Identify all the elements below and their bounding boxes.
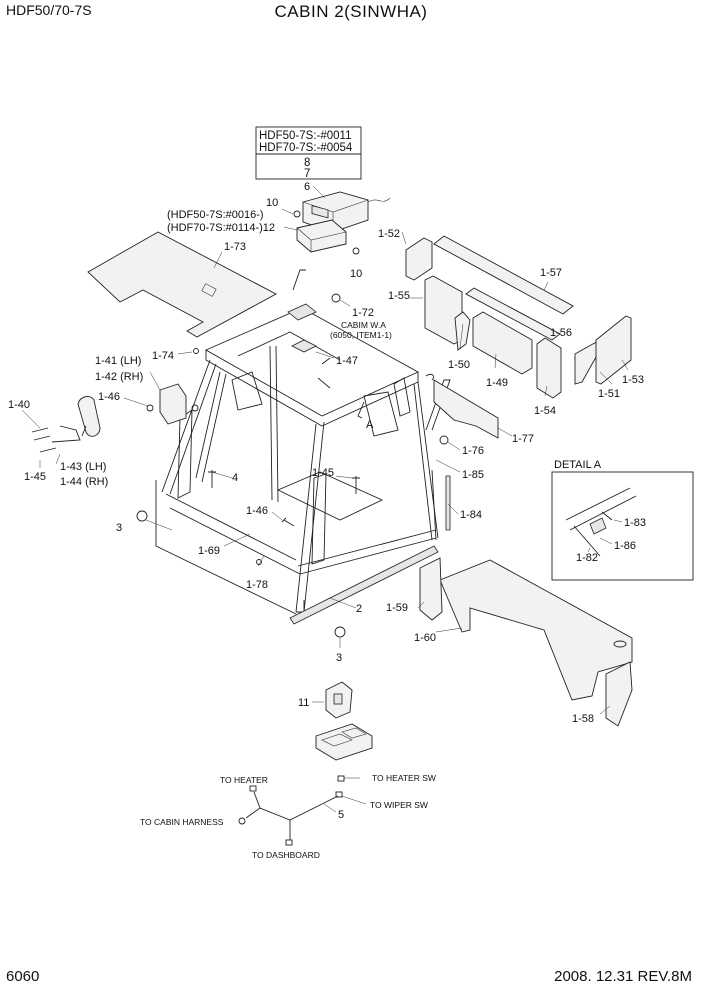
label-1-84: 1-84	[460, 509, 482, 521]
side-panel	[433, 379, 513, 515]
label-1-41: 1-41 (LH)	[95, 355, 141, 367]
label-1-46-b: 1-46	[246, 505, 268, 517]
label-1-59: 1-59	[386, 602, 408, 614]
label-1-58: 1-58	[572, 713, 594, 725]
serial-row-1: HDF50-7S:-#0011	[259, 130, 351, 142]
wiring-harness	[238, 775, 367, 846]
label-cabim-1: CABIM W.A	[341, 320, 386, 330]
label-5: 5	[338, 809, 344, 821]
label-1-46-a: 1-46	[98, 391, 120, 403]
label-to-wiper-sw: TO WIPER SW	[370, 800, 428, 810]
radio-bracket	[283, 219, 360, 255]
serial-row-2: HDF70-7S:-#0054	[259, 142, 353, 154]
label-1-53: 1-53	[622, 374, 644, 386]
label-a: A	[366, 419, 374, 431]
label-1-56: 1-56	[550, 327, 572, 339]
label-1-40: 1-40	[8, 399, 30, 411]
label-6: 6	[304, 181, 310, 193]
page-title: CABIN 2(SINWHA)	[274, 2, 428, 21]
label-1-85: 1-85	[462, 469, 484, 481]
label-1-45-b: 1-45	[24, 471, 46, 483]
label-1-77: 1-77	[512, 433, 534, 445]
label-1-82: 1-82	[576, 552, 598, 564]
label-to-heater-sw: TO HEATER SW	[372, 773, 436, 783]
label-1-60: 1-60	[414, 632, 436, 644]
label-12-b: (HDF70-7S:#0114-)12	[167, 222, 275, 234]
label-3-a: 3	[116, 522, 122, 534]
label-to-dashboard: TO DASHBOARD	[252, 850, 320, 860]
label-1-69: 1-69	[198, 545, 220, 557]
part-labels: 6 10 (HDF50-7S:#0016-) (HDF70-7S:#0114-)…	[8, 181, 646, 860]
label-1-55: 1-55	[388, 290, 410, 302]
label-1-51: 1-51	[598, 388, 620, 400]
label-10-a: 10	[266, 197, 278, 209]
label-2: 2	[356, 603, 362, 615]
label-1-54: 1-54	[534, 405, 556, 417]
label-10-b: 10	[350, 268, 362, 280]
label-1-52: 1-52	[378, 228, 400, 240]
label-to-cabin-harness: TO CABIN HARNESS	[140, 817, 224, 827]
rear-cover	[417, 557, 633, 727]
label-1-42: 1-42 (RH)	[95, 371, 143, 383]
label-1-45-a: 1-45	[312, 467, 334, 479]
label-to-heater: TO HEATER	[220, 775, 268, 785]
label-12-a: (HDF50-7S:#0016-)	[167, 209, 264, 221]
label-1-50: 1-50	[448, 359, 470, 371]
page-number: 6060	[6, 968, 40, 985]
label-1-47: 1-47	[336, 355, 358, 367]
rocker-switch	[312, 681, 373, 761]
label-1-83: 1-83	[624, 517, 646, 529]
label-1-49: 1-49	[486, 377, 508, 389]
label-1-72: 1-72	[352, 307, 374, 319]
serial-table: HDF50-7S:-#0011 HDF70-7S:-#0054 8 7	[255, 126, 362, 180]
label-1-43: 1-43 (LH)	[60, 461, 106, 473]
label-cabim-2: (6050, ITEM1-1)	[330, 330, 392, 340]
model-code: HDF50/70-7S	[6, 2, 92, 18]
roof-liner	[87, 231, 306, 338]
label-1-73: 1-73	[224, 241, 246, 253]
label-1-78: 1-78	[246, 579, 268, 591]
roof-fittings	[177, 293, 351, 359]
cabin-frame	[136, 307, 451, 648]
label-1-86: 1-86	[614, 540, 636, 552]
bolts	[208, 470, 360, 527]
label-1-76: 1-76	[462, 445, 484, 457]
label-1-74: 1-74	[152, 350, 174, 362]
label-3-b: 3	[336, 652, 342, 664]
label-4: 4	[232, 472, 238, 484]
revision-date: 2008. 12.31 REV.8M	[554, 968, 692, 985]
label-detail-a: DETAIL A	[554, 459, 602, 471]
mirror-assembly	[21, 371, 199, 468]
detail-a-box	[551, 471, 694, 581]
label-1-44: 1-44 (RH)	[60, 476, 108, 488]
serial-row-4: 7	[304, 168, 310, 180]
roof-insulation-kit	[401, 231, 632, 399]
label-1-57: 1-57	[540, 267, 562, 279]
serial-row-3: 8	[304, 157, 310, 169]
label-11: 11	[298, 697, 309, 709]
